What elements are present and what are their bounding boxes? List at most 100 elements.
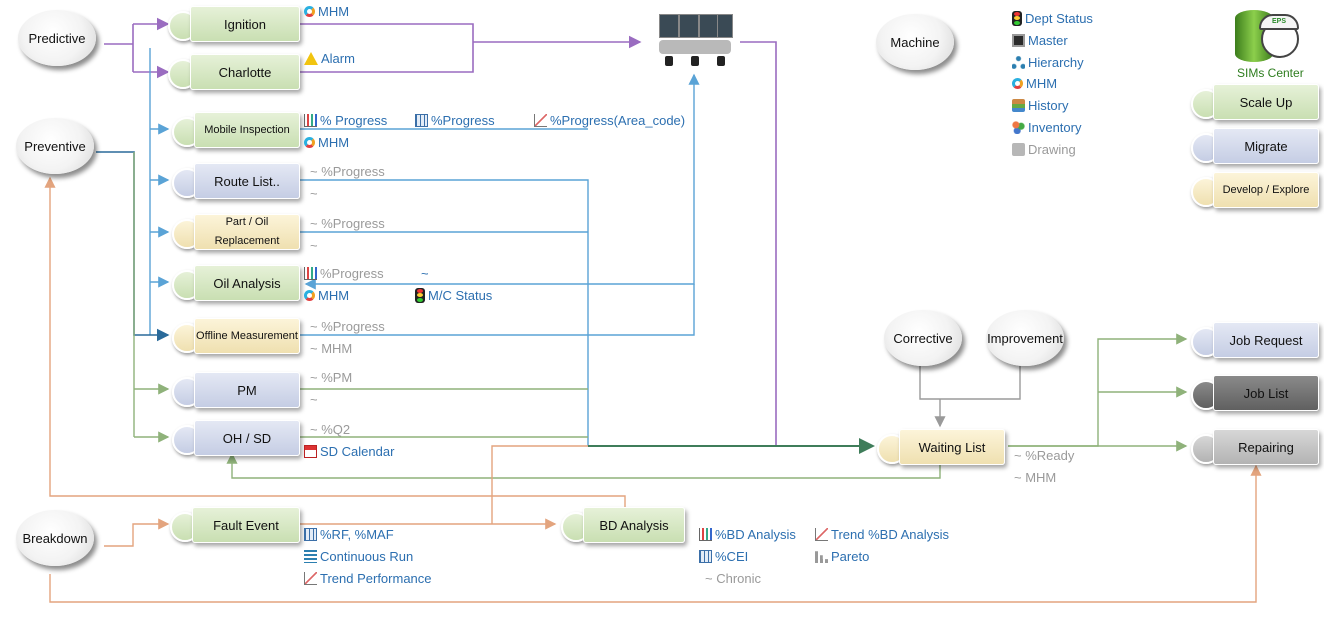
menu-history[interactable]: History [1012, 98, 1068, 113]
traffic-light-icon [415, 288, 425, 303]
ignition-mhm-text: MHM [318, 4, 350, 19]
oa-mc-status-link[interactable]: M/C Status [415, 288, 492, 303]
charlotte-alarm-text: Alarm [321, 51, 355, 66]
menu-drawing[interactable]: Drawing [1012, 142, 1076, 157]
mobile-inspection-label: Mobile Inspection [194, 112, 300, 148]
fe-rf-link[interactable]: %RF, %MAF [304, 527, 394, 542]
table-icon [699, 550, 712, 563]
bar-chart-icon [699, 528, 712, 541]
oa-progress-link[interactable]: %Progress [304, 266, 384, 281]
mi-progress-text: % Progress [320, 113, 388, 128]
fe-continuous-text: Continuous Run [320, 549, 414, 564]
fe-continuous-link[interactable]: Continuous Run [304, 549, 413, 564]
sims-center-logo[interactable]: EPS [1235, 6, 1303, 68]
menu-drawing-label: Drawing [1028, 142, 1076, 157]
table-icon [415, 114, 428, 127]
oh-calendar-link[interactable]: SD Calendar [304, 444, 394, 459]
oh-sd-label: OH / SD [194, 420, 300, 456]
donut-chart-icon [304, 137, 315, 148]
menu-master-label: Master [1028, 33, 1068, 48]
history-icon [1012, 99, 1025, 112]
mi-progress-table-link[interactable]: %Progress [415, 113, 495, 128]
mi-progress-link[interactable]: % Progress [304, 113, 387, 128]
menu-dept-status[interactable]: Dept Status [1012, 11, 1093, 26]
oa-mc-status-text: M/C Status [428, 288, 493, 303]
mi-progress-table-text: %Progress [431, 113, 495, 128]
pm-pm-text: ~ %PM [310, 370, 353, 385]
breakdown-circle[interactable]: Breakdown [16, 510, 94, 566]
hierarchy-icon [1012, 56, 1025, 69]
route-list-label: Route List.. [194, 163, 300, 199]
oa-tilde-text: ~ [421, 266, 429, 281]
offline-measurement-label: Offline Measurement [194, 318, 300, 354]
traffic-light-icon [1012, 11, 1022, 26]
migrate-label: Migrate [1213, 128, 1319, 164]
machine-circle[interactable]: Machine [876, 14, 954, 70]
oa-mhm-link[interactable]: MHM [304, 288, 349, 303]
bar-chart-icon [304, 267, 317, 280]
bd-analysis-link[interactable]: %BD Analysis [699, 527, 796, 542]
bd-cei-link[interactable]: %CEI [699, 549, 748, 564]
oil-analysis-label: Oil Analysis [194, 265, 300, 301]
donut-chart-icon [304, 6, 315, 17]
om-mhm-text: ~ MHM [310, 341, 353, 356]
bd-cei-text: %CEI [715, 549, 749, 564]
oa-mhm-text: MHM [318, 288, 350, 303]
menu-inventory-label: Inventory [1028, 120, 1082, 135]
bd-analysis-label: BD Analysis [583, 507, 685, 543]
corrective-circle[interactable]: Corrective [884, 310, 962, 366]
trend-chart-icon [304, 572, 317, 585]
pm-tilde-text: ~ [310, 392, 318, 407]
list-icon [304, 550, 317, 563]
om-progress-text: ~ %Progress [310, 319, 385, 334]
oa-progress-text: %Progress [320, 266, 384, 281]
rl-tilde-text: ~ [310, 186, 318, 201]
preventive-circle[interactable]: Preventive [16, 118, 94, 174]
ignition-label: Ignition [190, 6, 300, 42]
ignition-mhm-link[interactable]: MHM [304, 4, 349, 19]
control-room-icon[interactable] [655, 10, 735, 70]
menu-master[interactable]: Master [1012, 33, 1068, 48]
trend-chart-icon [815, 528, 828, 541]
mi-mhm-text: MHM [318, 135, 350, 150]
menu-mhm[interactable]: MHM [1012, 76, 1057, 91]
bd-trend-link[interactable]: Trend %BD Analysis [815, 527, 949, 542]
drawing-icon [1012, 143, 1025, 156]
menu-hierarchy-label: Hierarchy [1028, 55, 1084, 70]
menu-mhm-label: MHM [1026, 76, 1058, 91]
repairing-label: Repairing [1213, 429, 1319, 465]
menu-hierarchy[interactable]: Hierarchy [1012, 55, 1084, 70]
trend-chart-icon [534, 114, 547, 127]
po-tilde-text: ~ [310, 238, 318, 253]
bd-pareto-text: Pareto [831, 549, 870, 564]
oh-calendar-text: SD Calendar [320, 444, 395, 459]
fe-trend-link[interactable]: Trend Performance [304, 571, 432, 586]
part-oil-label: Part / Oil Replacement [194, 214, 300, 250]
bd-pareto-link[interactable]: Pareto [815, 549, 869, 564]
bd-chronic-text: ~ Chronic [705, 571, 761, 586]
rl-progress-text: ~ %Progress [310, 164, 385, 179]
predictive-circle[interactable]: Predictive [18, 10, 96, 66]
pm-label: PM [194, 372, 300, 408]
scale-up-label: Scale Up [1213, 84, 1319, 120]
fault-event-label: Fault Event [192, 507, 300, 543]
menu-inventory[interactable]: Inventory [1012, 120, 1081, 135]
charlotte-alarm-link[interactable]: Alarm [304, 51, 355, 66]
bar-chart-icon [304, 114, 317, 127]
mi-progress-area-link[interactable]: %Progress(Area_code) [534, 113, 685, 128]
charlotte-label: Charlotte [190, 54, 300, 90]
bd-trend-text: Trend %BD Analysis [831, 527, 950, 542]
fe-trend-text: Trend Performance [320, 571, 432, 586]
improvement-circle[interactable]: Improvement [986, 310, 1064, 366]
sims-center-title: SIMs Center [1237, 66, 1304, 80]
job-list-label: Job List [1213, 375, 1319, 411]
mi-progress-area-text: %Progress(Area_code) [550, 113, 686, 128]
mi-mhm-link[interactable]: MHM [304, 135, 349, 150]
calendar-icon [304, 445, 317, 458]
menu-history-label: History [1028, 98, 1069, 113]
develop-explore-label: Develop / Explore [1213, 172, 1319, 208]
menu-dept-status-label: Dept Status [1025, 11, 1093, 26]
job-request-label: Job Request [1213, 322, 1319, 358]
donut-chart-icon [304, 290, 315, 301]
